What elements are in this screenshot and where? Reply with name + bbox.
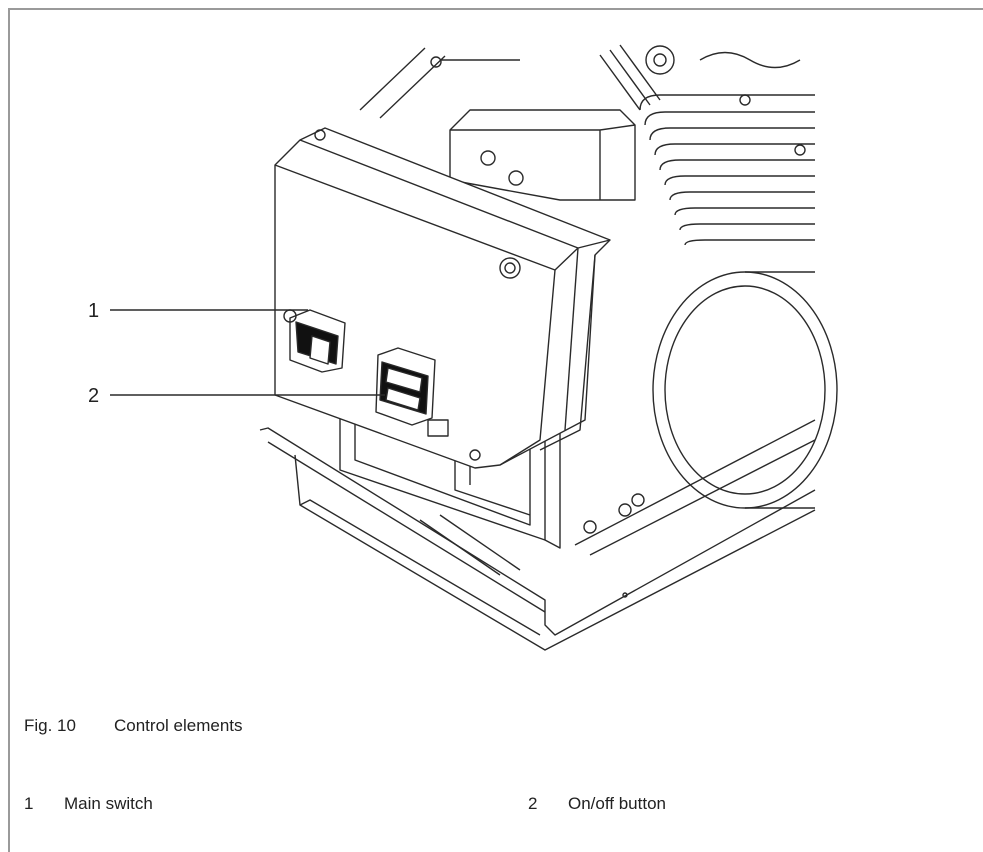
legend-label: On/off button [568,794,666,813]
figure-number: Fig. 10 [24,716,76,735]
legend-item: 2 On/off button [528,794,666,814]
legend-label: Main switch [64,794,153,813]
figure-caption: Fig. 10 Control elements [24,716,243,736]
compressor-control-box-illustration [110,44,838,651]
figure-title: Control elements [114,716,243,735]
legend-number: 2 [528,794,538,813]
legend-number: 1 [24,794,34,813]
callout-number: 1 [88,300,100,322]
legend-item: 1 Main switch [24,794,153,814]
callout-number: 2 [88,385,100,407]
page-border-top [8,8,983,10]
page-border-left [8,8,10,852]
